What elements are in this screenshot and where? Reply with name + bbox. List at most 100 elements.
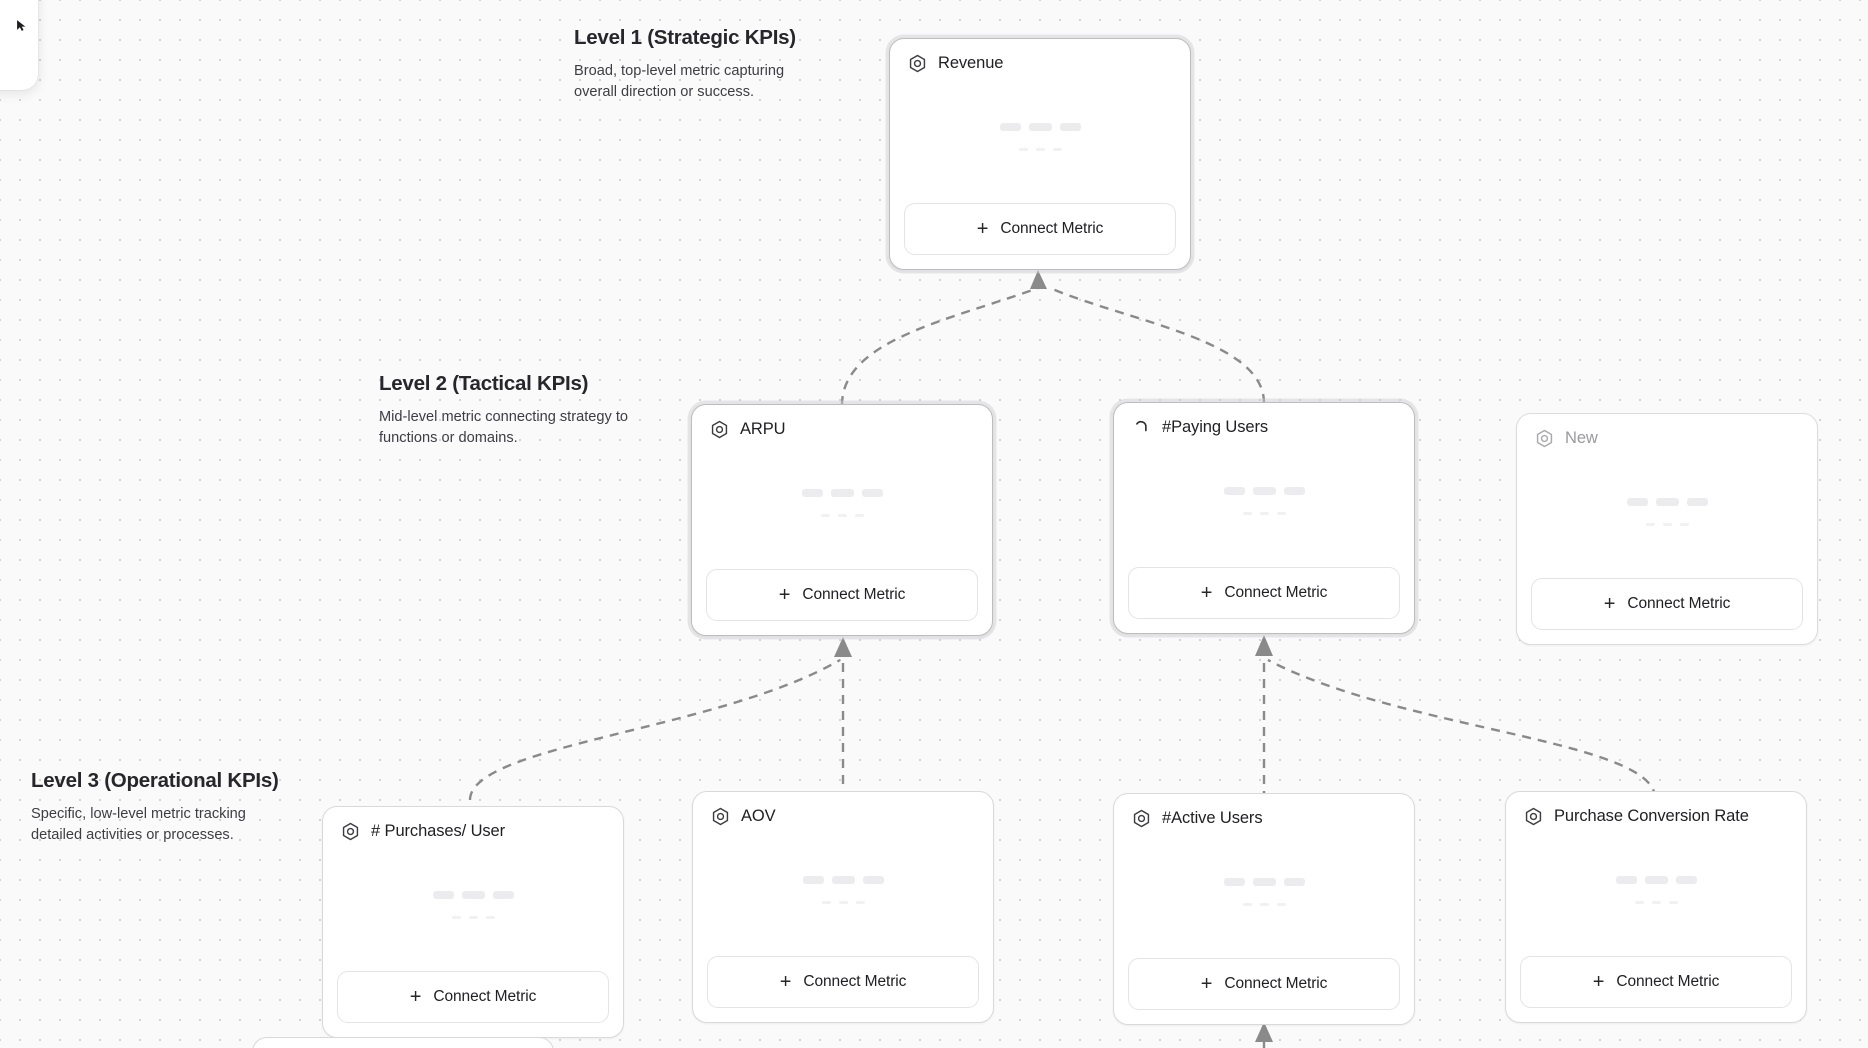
metric-card-active-users[interactable]: #Active Users + Connect Metric	[1113, 793, 1415, 1025]
edge-purchases-to-arpu	[468, 658, 841, 801]
skeleton-row-secondary	[820, 514, 864, 517]
card-header-paying-users: #Paying Users	[1114, 403, 1414, 437]
connect-metric-label: Connect Metric	[1616, 973, 1720, 990]
metric-card-paying-users[interactable]: #Paying Users + Connect Metric	[1113, 402, 1415, 634]
connect-metric-label: Connect Metric	[1224, 975, 1328, 992]
card-header-revenue: Revenue	[890, 39, 1190, 73]
connect-metric-button-aov[interactable]: + Connect Metric	[707, 956, 979, 1008]
metric-card-purchases-user[interactable]: # Purchases/ User + Connect Metric	[322, 806, 624, 1038]
plus-icon: +	[1603, 593, 1616, 615]
card-title-arpu: ARPU	[740, 420, 786, 438]
card-placeholder-arpu	[692, 439, 992, 569]
edge-paying-users-to-revenue	[1049, 286, 1266, 404]
card-placeholder-revenue	[890, 73, 1190, 203]
metric-card-revenue[interactable]: Revenue + Connect Metric	[889, 38, 1191, 270]
card-header-arpu: ARPU	[692, 405, 992, 439]
plus-icon: +	[1200, 973, 1213, 995]
skeleton-row-secondary	[1242, 512, 1286, 515]
card-title-purchases-user: # Purchases/ User	[371, 822, 506, 840]
card-placeholder-new	[1517, 448, 1817, 578]
card-footer-arpu: + Connect Metric	[692, 569, 992, 635]
connect-metric-button-revenue[interactable]: + Connect Metric	[904, 203, 1176, 255]
connect-metric-label: Connect Metric	[1627, 595, 1731, 612]
connect-metric-label: Connect Metric	[1000, 220, 1104, 237]
metric-card-new[interactable]: New + Connect Metric	[1516, 413, 1818, 645]
card-title-aov: AOV	[741, 807, 776, 825]
skeleton-row-primary	[999, 123, 1081, 131]
card-header-purchases-user: # Purchases/ User	[323, 807, 623, 841]
cursor-glyph	[16, 19, 29, 32]
skeleton-row-secondary	[451, 916, 495, 919]
connect-metric-button-purchases-user[interactable]: + Connect Metric	[337, 971, 609, 1023]
metric-card-purchase-conversion-rate[interactable]: Purchase Conversion Rate + Connect Metri…	[1505, 791, 1807, 1023]
hexagon-metric-icon	[711, 807, 730, 826]
card-header-purchase-conversion-rate: Purchase Conversion Rate	[1506, 792, 1806, 826]
level-2-title: Level 2 (Tactical KPIs)	[379, 372, 589, 395]
floating-toolbar-panel[interactable]	[0, 0, 38, 90]
arrowhead-into-revenue	[1030, 270, 1047, 289]
level-1-description: Broad, top-level metric capturing overal…	[574, 63, 785, 100]
card-footer-purchase-conversion-rate: + Connect Metric	[1506, 956, 1806, 1022]
plus-icon: +	[779, 971, 792, 993]
card-header-new: New	[1517, 414, 1817, 448]
level-3-description: Specific, low-level metric tracking deta…	[31, 806, 246, 843]
loading-spinner-icon	[1132, 418, 1151, 437]
skeleton-row-secondary	[1242, 903, 1286, 906]
card-footer-paying-users: + Connect Metric	[1114, 567, 1414, 633]
card-footer-purchases-user: + Connect Metric	[323, 971, 623, 1037]
skeleton-row-primary	[1223, 487, 1305, 495]
connect-metric-label: Connect Metric	[433, 988, 537, 1005]
level-1-label-group: Level 1 (Strategic KPIs) Broad, top-leve…	[574, 26, 834, 103]
connect-metric-button-arpu[interactable]: + Connect Metric	[706, 569, 978, 621]
hexagon-metric-icon	[1132, 809, 1151, 828]
skeleton-row-secondary	[821, 901, 865, 904]
connect-metric-label: Connect Metric	[1224, 584, 1328, 601]
skeleton-row-secondary	[1645, 523, 1689, 526]
hexagon-metric-icon	[710, 420, 729, 439]
skeleton-row-primary	[1615, 876, 1697, 884]
connect-metric-label: Connect Metric	[802, 586, 906, 603]
skeleton-row-secondary	[1634, 901, 1678, 904]
connect-metric-button-paying-users[interactable]: + Connect Metric	[1128, 567, 1400, 619]
connect-metric-button-new[interactable]: + Connect Metric	[1531, 578, 1803, 630]
card-header-active-users: #Active Users	[1114, 794, 1414, 828]
arrowhead-into-paying-users	[1255, 635, 1273, 656]
level-1-title: Level 1 (Strategic KPIs)	[574, 26, 796, 49]
metric-card-arpu[interactable]: ARPU + Connect Metric	[691, 404, 993, 636]
plus-icon: +	[1200, 582, 1213, 604]
plus-icon: +	[1592, 971, 1605, 993]
hexagon-metric-icon	[908, 54, 927, 73]
card-footer-aov: + Connect Metric	[693, 956, 993, 1022]
skeleton-row-primary	[432, 891, 514, 899]
card-title-active-users: #Active Users	[1162, 809, 1263, 827]
edge-arpu-to-revenue	[840, 286, 1039, 406]
card-placeholder-active-users	[1114, 828, 1414, 958]
skeleton-row-primary	[1223, 878, 1305, 886]
skeleton-row-primary	[801, 489, 883, 497]
card-title-revenue: Revenue	[938, 54, 1004, 72]
skeleton-row-primary	[802, 876, 884, 884]
card-placeholder-purchases-user	[323, 841, 623, 971]
metric-card-offscreen-bottom[interactable]	[252, 1037, 554, 1048]
connect-metric-button-purchase-conversion-rate[interactable]: + Connect Metric	[1520, 956, 1792, 1008]
card-title-new: New	[1565, 429, 1598, 447]
card-placeholder-aov	[693, 826, 993, 956]
level-3-title: Level 3 (Operational KPIs)	[31, 769, 279, 792]
card-header-aov: AOV	[693, 792, 993, 826]
connect-metric-button-active-users[interactable]: + Connect Metric	[1128, 958, 1400, 1010]
plus-icon: +	[409, 986, 422, 1008]
card-placeholder-paying-users	[1114, 437, 1414, 567]
hexagon-metric-icon	[341, 822, 360, 841]
card-title-paying-users: #Paying Users	[1162, 418, 1268, 436]
card-placeholder-purchase-conversion-rate	[1506, 826, 1806, 956]
arrowhead-into-arpu	[834, 637, 852, 657]
hexagon-metric-icon	[1524, 807, 1543, 826]
skeleton-row-secondary	[1018, 148, 1062, 151]
metric-card-aov[interactable]: AOV + Connect Metric	[692, 791, 994, 1023]
card-footer-revenue: + Connect Metric	[890, 203, 1190, 269]
level-3-label-group: Level 3 (Operational KPIs) Specific, low…	[31, 769, 296, 846]
card-footer-active-users: + Connect Metric	[1114, 958, 1414, 1024]
connect-metric-label: Connect Metric	[803, 973, 907, 990]
level-2-description: Mid-level metric connecting strategy to …	[379, 409, 629, 446]
